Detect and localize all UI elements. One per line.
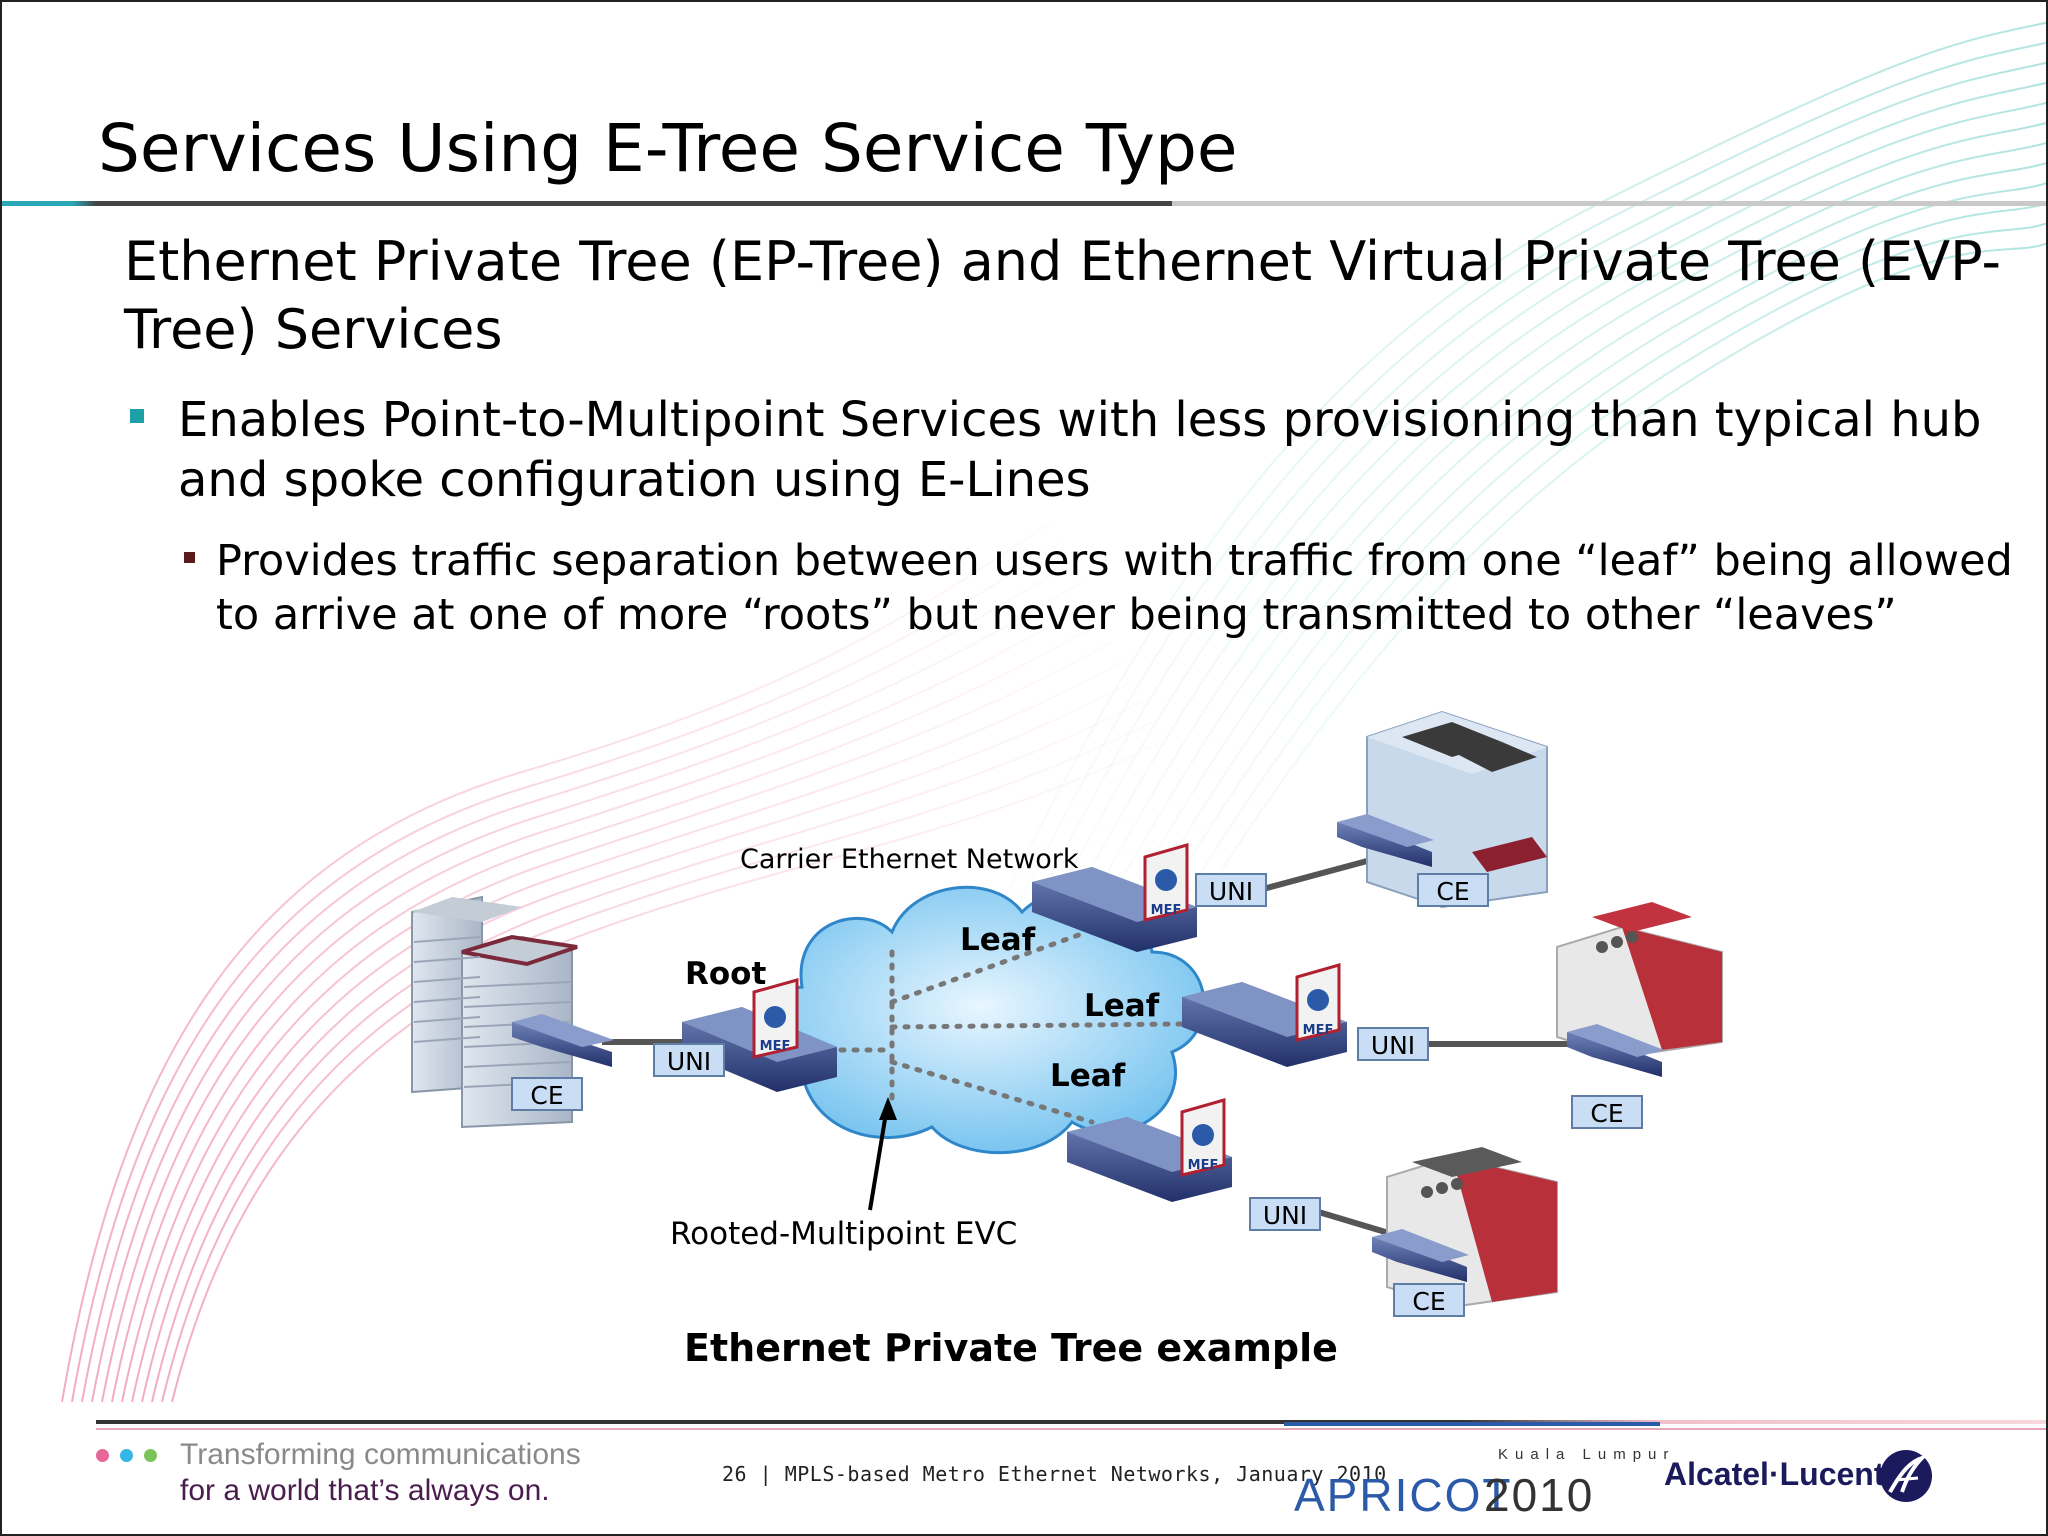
evc-pointer-arrow-head [879,1097,897,1120]
evc-pointer-arrow [868,1106,889,1211]
evc-path-leaf1 [889,929,1090,1005]
uni-label-root: UNI [667,1047,711,1076]
uni-label-bottom: UNI [1263,1201,1307,1230]
diagram-caption: Ethernet Private Tree example [684,1326,1338,1370]
ce-label-top: CE [1436,877,1469,906]
ce-box-bottom [1393,1283,1465,1317]
uni-label-middle: UNI [1371,1031,1415,1060]
mef-switch-leaf-middle-icon [1182,963,1347,1067]
event-city: Kuala Lumpur [1498,1446,1676,1463]
ce-label-bottom: CE [1412,1287,1445,1316]
uni-box-middle [1357,1027,1429,1061]
evc-path-leaf2 [889,1021,1185,1030]
brand-name: Alcatel·Lucent [1664,1456,1885,1492]
footer-divider-pink [96,1428,2046,1430]
mef-switch-leaf-bottom-icon [1067,1098,1232,1202]
pink-dot-icon [96,1449,109,1462]
uni-box-top [1195,873,1267,907]
leaf-label-1: Leaf [960,922,1036,958]
ce-device-bottom-icon [1372,1229,1469,1282]
uni-box-bottom [1249,1197,1321,1231]
ce-box-top [1417,873,1489,907]
root-label: Root [685,956,766,992]
slide-title: Services Using E-Tree Service Type [98,110,1238,187]
event-name: APRICOT [1294,1469,1513,1521]
leaf-label-2: Leaf [1084,988,1160,1024]
ep-tree-diagram: MEF MEF MEF MEF UNI UNI UNI UNI CE CE [411,710,1723,1317]
footer-divider [96,1420,2046,1424]
bullet-square-icon [130,409,144,423]
link-uni-ce-top [1251,854,1383,895]
carrier-ethernet-cloud [755,885,1206,1155]
ce-box-root [511,1077,583,1111]
uni-label-top: UNI [1209,877,1253,906]
evc-label: Rooted-Multipoint EVC [670,1216,1017,1252]
mef-label-bottom: MEF [1188,1158,1219,1173]
title-divider-right [1172,201,2046,206]
bullet-level1: Enables Point-to-Multipoint Services wit… [178,392,1982,508]
ce-device-root-icon [512,1014,614,1067]
green-dot-icon [144,1449,157,1462]
link-uni-ce-bottom [1311,1207,1393,1237]
ce-box-middle [1571,1095,1643,1129]
alcatel-lucent-logo-icon [1880,1450,1932,1502]
slide-subtitle: Ethernet Private Tree (EP-Tree) and Ethe… [124,230,2001,361]
network-label: Carrier Ethernet Network [740,844,1079,875]
ce-label-middle: CE [1590,1099,1623,1128]
ce-device-middle-icon [1567,1024,1664,1077]
ce-device-top-icon [1337,814,1434,867]
sub-bullet-square-icon [184,552,195,563]
mef-switch-leaf-top-icon [1032,843,1197,952]
blue-dot-icon [120,1449,133,1462]
mef-label-middle: MEF [1303,1023,1334,1038]
leaf-label-3: Leaf [1050,1058,1126,1094]
footer-page-info: 26 | MPLS-based Metro Ethernet Networks,… [722,1462,1387,1486]
title-divider [2,201,1172,206]
footer-tagline-2: for a world that’s always on. [180,1474,550,1507]
mef-label-top: MEF [1151,903,1182,918]
mef-label-root: MEF [760,1039,791,1054]
uni-box-root [653,1043,725,1077]
bullet-level2: Provides traffic separation between user… [216,536,2013,640]
footer-tagline-1: Transforming communications [180,1438,581,1471]
mef-switch-root-icon [682,978,837,1092]
apricot-bar [1284,1422,1660,1426]
ce-label-root: CE [530,1081,563,1110]
evc-path-leaf3 [889,1059,1095,1125]
event-year: 2010 [1484,1469,1595,1521]
